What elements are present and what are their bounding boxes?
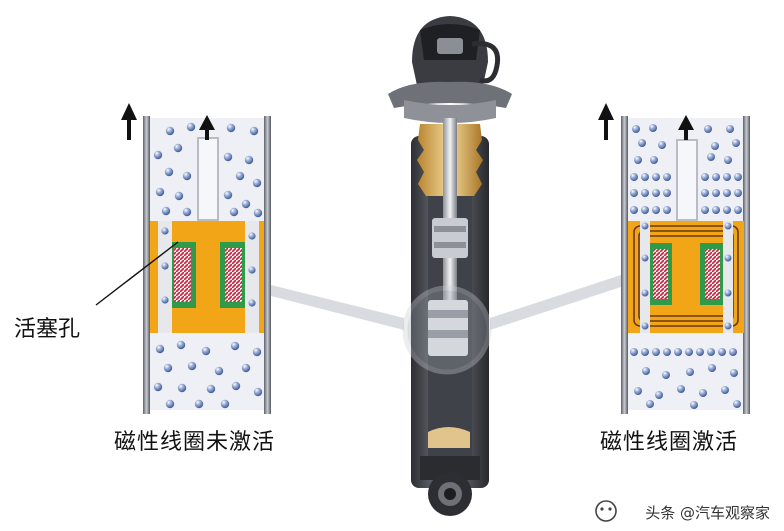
coil-active-caption: 磁性线圈激活 xyxy=(600,430,739,455)
piston-hole-left xyxy=(158,221,172,333)
piston-rod xyxy=(676,139,698,221)
up-arrow-icon xyxy=(121,103,215,140)
piston-hole-left xyxy=(640,221,650,333)
zoom-connector-lines xyxy=(271,275,621,330)
watermark-text: 头条 @汽车观察家 xyxy=(645,504,770,522)
mount-plate xyxy=(388,81,512,108)
cylinder-wall-right xyxy=(743,116,750,414)
up-arrow-icon xyxy=(598,103,694,140)
magnetic-coil-right xyxy=(705,249,720,299)
base-valve xyxy=(428,427,470,448)
piston-hole-right xyxy=(245,221,259,333)
right-panel-active xyxy=(598,103,750,414)
fluid-particles-chained xyxy=(630,124,742,409)
cylinder-wall-left xyxy=(143,116,150,414)
magnetic-coil-left xyxy=(174,248,191,302)
left-panel-inactive xyxy=(95,103,271,414)
fluid-particles xyxy=(153,122,263,409)
cylinder-wall-left xyxy=(621,116,628,414)
piston-hole-right xyxy=(723,221,733,333)
piston-rod xyxy=(197,137,219,221)
watermark-logo-icon xyxy=(595,500,617,522)
damper-piston xyxy=(428,300,468,356)
cylinder-wall-right xyxy=(264,116,271,414)
cable xyxy=(471,41,500,84)
magnetic-coil-right xyxy=(225,248,242,302)
magnetic-coil-left xyxy=(653,249,668,299)
piston-hole-leader-line xyxy=(95,241,179,306)
coil-inactive-caption: 磁性线圈未激活 xyxy=(114,430,276,455)
piston-hole-label: 活塞孔 xyxy=(14,317,81,342)
shock-absorber-cutaway xyxy=(388,16,512,516)
